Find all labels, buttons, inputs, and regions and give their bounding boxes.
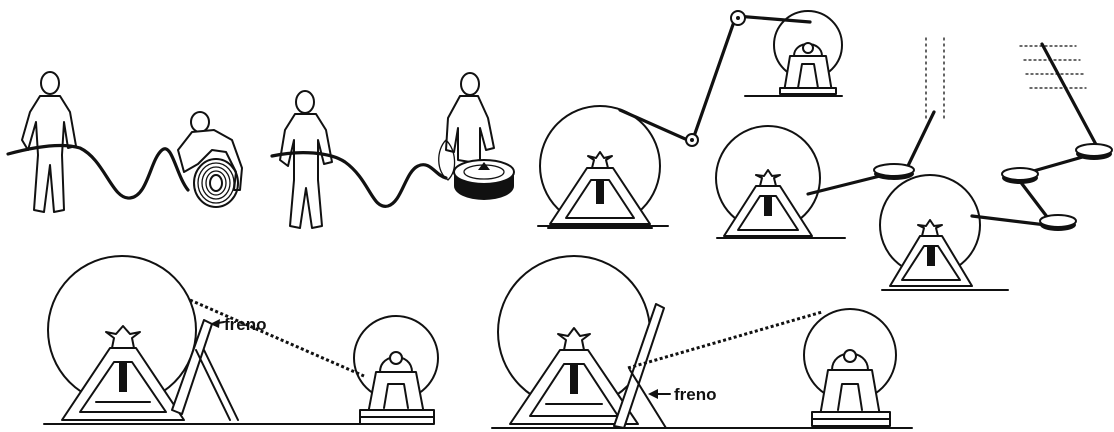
person-holding-cable-2: [279, 90, 333, 229]
take-up-winder-3: [773, 10, 843, 95]
supply-reel-stand-3: [539, 105, 661, 229]
panel-pulley-path: [537, 10, 843, 229]
cable-path-3: [618, 14, 812, 145]
zigzag-pulley-low: [1039, 214, 1077, 231]
winder-right: [803, 308, 897, 427]
big-reel-stand-right: [497, 255, 651, 425]
cable-coil: [193, 158, 239, 208]
supply-reel-stand-5: [879, 174, 981, 287]
brake-label-text-right: freno: [674, 385, 717, 404]
cable-path-4: [806, 110, 936, 196]
flat-pulley-4: [873, 163, 915, 180]
rope-right: [627, 310, 823, 370]
small-cable-drum: [453, 159, 515, 200]
cable-path-5: [970, 42, 1103, 229]
cable-wave-1: [6, 143, 190, 200]
zigzag-pulley-mid: [1001, 167, 1039, 184]
panel-flat-pulley: [715, 37, 945, 239]
panel-brake-right: freno: [491, 255, 913, 429]
cable-wave-2: [270, 151, 448, 208]
person-holding-cable-1: [21, 71, 77, 213]
person-standing-drum: [438, 72, 495, 181]
panel-drum-pulling: [270, 72, 515, 229]
brake-label-left: freno: [210, 315, 267, 334]
brake-bar-left: [171, 319, 213, 415]
rope-left: [189, 298, 365, 378]
big-reel-stand-left: [47, 255, 197, 421]
panel-coil-uncoiling: [6, 71, 243, 213]
zigzag-pulley-high: [1075, 143, 1113, 160]
brake-label-right: freno: [648, 385, 717, 404]
winder-left: [353, 315, 439, 425]
person-crouching-coil: [177, 111, 243, 191]
panel-zigzag-pulleys: [879, 42, 1113, 291]
brake-label-text-left: freno: [224, 315, 267, 334]
faded-column-4: [925, 37, 945, 121]
panel-brake-left: freno: [43, 255, 439, 425]
supply-reel-stand-4: [715, 125, 821, 237]
